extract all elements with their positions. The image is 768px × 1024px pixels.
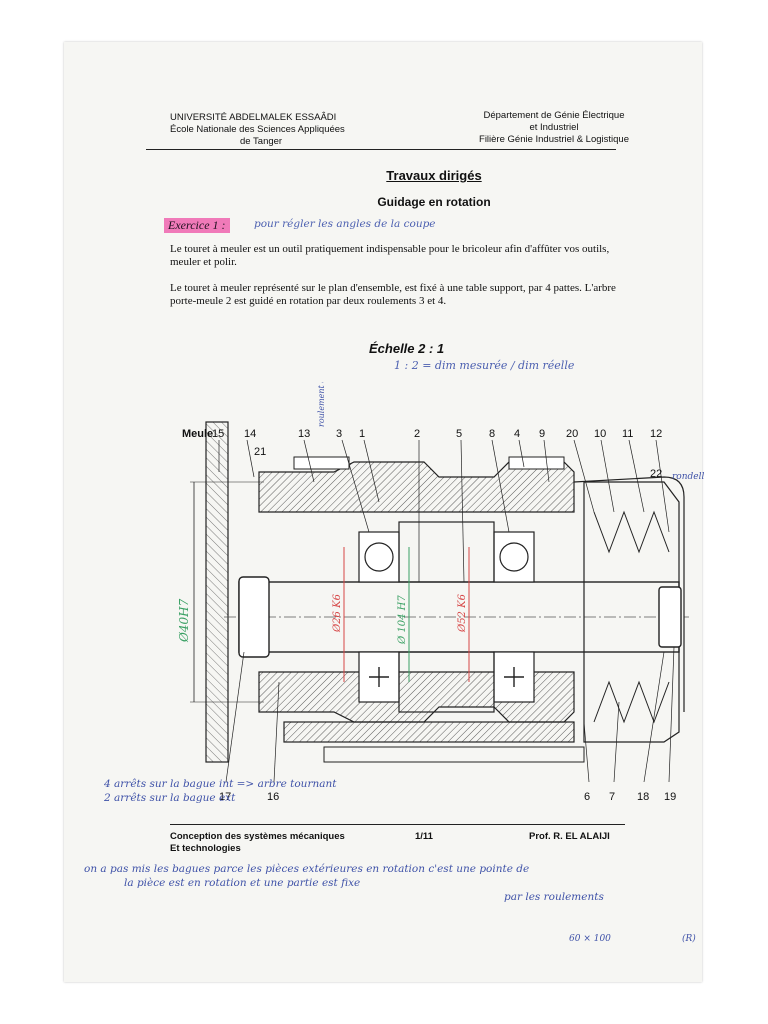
scale-handwritten-note: 1 : 2 = dim mesurée / dim réelle	[394, 359, 575, 372]
part-number-4: 4	[514, 428, 520, 440]
base-plate	[283, 721, 575, 743]
part-number-14: 14	[244, 428, 256, 440]
paragraph-2: Le touret à meuler représenté sur le pla…	[170, 282, 616, 307]
part-number-10: 10	[594, 428, 606, 440]
part-number-5: 5	[456, 428, 462, 440]
part-number-8: 8	[489, 428, 495, 440]
part-number-22: 22	[650, 468, 662, 480]
handwritten-note-bottom: on a pas mis les bagues parce les pièces…	[84, 863, 604, 903]
cover-22	[573, 476, 685, 712]
exercise-label: Exercice 1 :	[164, 218, 230, 233]
cover-note: rondelle	[672, 472, 704, 482]
handwritten-note-bearings: 4 arrêts sur la bague int => arbre tourn…	[104, 778, 337, 804]
part-number-12: 12	[650, 428, 662, 440]
part-number-17: 17	[219, 791, 231, 803]
part-number-15: 15	[212, 428, 224, 440]
school-name: École Nationale des Sciences Appliquées	[170, 124, 345, 135]
school-city: de Tanger	[240, 136, 283, 147]
nut-17	[238, 576, 270, 658]
header-divider	[146, 149, 616, 150]
part-number-21: 21	[254, 446, 266, 458]
dimension-2-label: Ø 104 H7	[397, 595, 408, 645]
housing-top	[258, 461, 575, 513]
part-number-3: 3	[336, 428, 342, 440]
grinding-wheel	[205, 421, 229, 763]
header-right: Département de Génie Électrique et Indus…	[464, 110, 644, 146]
university-name: UNIVERSITÉ ABDELMALEK ESSAÂDI	[170, 112, 337, 123]
support-table	[323, 746, 585, 763]
department-name-2: et Industriel	[529, 122, 579, 133]
footer-divider	[170, 824, 625, 825]
footer-page-number: 1/11	[415, 831, 433, 842]
exercise-handwritten-note: pour régler les angles de la coupe	[254, 218, 436, 230]
document-page: UNIVERSITÉ ABDELMALEK ESSAÂDI École Nati…	[64, 42, 704, 982]
page-title: Travaux dirigés	[386, 168, 482, 183]
program-name: Filière Génie Industriel & Logistique	[479, 134, 629, 145]
part-number-18: 18	[637, 791, 649, 803]
dimension-left-label: Ø40H7	[177, 598, 191, 643]
part-number-6: 6	[584, 791, 590, 803]
pulley	[583, 481, 680, 743]
part-number-7: 7	[609, 791, 615, 803]
part-number-2: 2	[414, 428, 420, 440]
part-number-20: 20	[566, 428, 578, 440]
part-number-11: 11	[622, 428, 633, 440]
drawing-scale: Échelle 2 : 1	[369, 341, 445, 356]
vertical-handwritten-note: roulement à gorge profonde	[317, 382, 326, 427]
footer-course: Conception des systèmes mécaniques Et te…	[170, 831, 345, 854]
part-number-19: 19	[664, 791, 676, 803]
dimension-3-label: Ø52 K6	[457, 593, 468, 633]
part-number-1: 1	[359, 428, 365, 440]
handwritten-dimension-note: 60 × 100	[569, 934, 611, 944]
part-number-9: 9	[539, 428, 545, 440]
department-name: Département de Génie Électrique	[483, 110, 625, 121]
part-number-16: 16	[267, 791, 279, 803]
meule-label: Meule	[182, 428, 213, 440]
dimension-1-label: Ø26 K6	[332, 593, 343, 633]
footer-author: Prof. R. EL ALAIJI	[529, 831, 610, 842]
assembly-drawing: Meule 15 14 21 13 3 1 2 5 8 4 9 20 10 11…	[177, 382, 704, 803]
handwritten-page-mark: (R)	[682, 934, 696, 944]
nut-19	[658, 586, 682, 648]
header-left: UNIVERSITÉ ABDELMALEK ESSAÂDI École Nati…	[170, 112, 430, 148]
page-subtitle: Guidage en rotation	[377, 195, 491, 209]
part-number-13: 13	[298, 428, 310, 440]
paragraph-1: Le touret à meuler est un outil pratique…	[170, 243, 610, 268]
